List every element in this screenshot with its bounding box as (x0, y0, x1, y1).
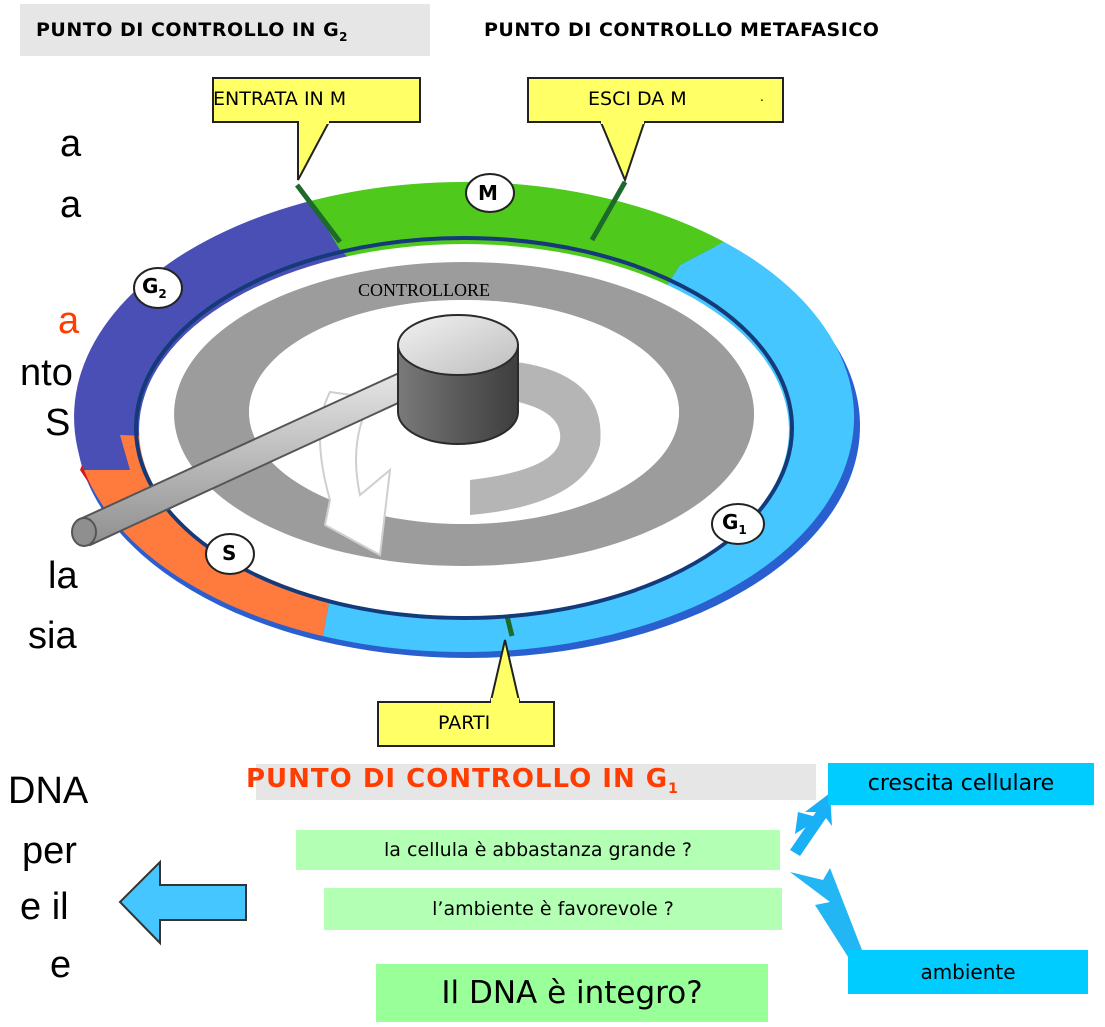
side-text-line-9: per (22, 830, 77, 872)
g2-m-checkpoint-line (295, 183, 342, 244)
environment-pointer-arrow (790, 868, 862, 960)
side-text-line-8: DNA (8, 770, 89, 812)
enter-m-callout (212, 77, 421, 181)
side-text-line-4: nto (20, 352, 73, 394)
metaphase-checkpoint-header: PUNTO DI CONTROLLO METAFASICO (484, 19, 880, 41)
phase-g1-subscript: 1 (738, 523, 747, 537)
side-text-line-3: a (58, 300, 80, 342)
g2-checkpoint-header-subscript: 2 (339, 29, 349, 44)
side-text-line-2: a (60, 184, 82, 226)
enter-m-text: ENTRATA IN M (213, 88, 347, 110)
metaphase-checkpoint-line (589, 180, 628, 242)
side-text-line-11: e (50, 944, 72, 986)
hub-shadow (440, 359, 601, 515)
phase-m-badge (465, 173, 515, 213)
g1-checkpoint-title-subscript: 1 (668, 781, 679, 798)
dna-integrity-question: Il DNA è integro? (376, 964, 768, 1022)
phase-g2-subscript: 2 (158, 287, 167, 301)
growth-pointer-arrow (790, 793, 832, 856)
g1-checkpoint-title: PUNTO DI CONTROLLO IN G1 (246, 764, 816, 800)
phase-s-badge (205, 533, 255, 575)
cell-size-question: la cellula è abbastanza grande ? (296, 830, 780, 870)
phase-g2-label: G2 (142, 274, 167, 301)
phase-g1-letter: G (722, 510, 739, 534)
phase-g1-badge (711, 503, 765, 545)
controller-hub (397, 314, 519, 445)
g1-checkpoint-title-text: PUNTO DI CONTROLLO IN G (246, 764, 669, 794)
side-text-line-1: a (60, 123, 82, 165)
phase-g1-label: G1 (722, 510, 747, 537)
exit-m-callout (527, 77, 784, 183)
phase-g2-letter: G (142, 274, 159, 298)
left-arrow-icon (118, 859, 247, 946)
controller-label: CONTROLLORE (358, 280, 490, 300)
phase-s-label: S (222, 541, 237, 565)
side-text-line-5: S (45, 402, 71, 444)
start-callout (377, 639, 555, 747)
growth-pointer-arrowhead (795, 812, 820, 834)
g2-checkpoint-header: PUNTO DI CONTROLLO IN G2 (20, 4, 430, 56)
exit-m-text: ESCI DA M (588, 88, 687, 110)
inner-rim (134, 236, 794, 620)
phase-g2-badge (133, 267, 183, 309)
start-text: PARTI (438, 712, 491, 734)
exit-m-dot: . (760, 90, 764, 104)
environment-box: ambiente (848, 950, 1088, 994)
environment-question: l’ambiente è favorevole ? (324, 888, 782, 930)
side-text-line-7: sia (28, 615, 77, 657)
side-text-line-6: la (48, 555, 78, 597)
g2-checkpoint-header-text: PUNTO DI CONTROLLO IN G (36, 19, 340, 41)
phase-m-label: M (478, 181, 498, 205)
cell-growth-box: crescita cellulare (828, 763, 1094, 805)
side-text-line-10: e il (20, 886, 69, 928)
